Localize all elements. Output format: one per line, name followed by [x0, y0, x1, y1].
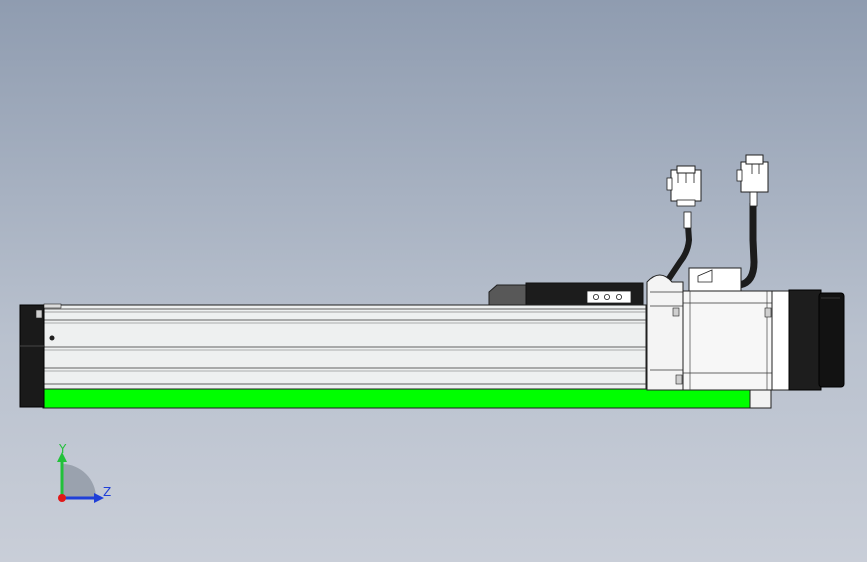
motor-encoder-cover — [771, 289, 845, 391]
actuator-body — [39, 304, 647, 390]
z-axis-label: Z — [103, 485, 112, 499]
cable-right — [738, 191, 758, 289]
z-axis-arrowhead — [94, 493, 104, 503]
connector-left — [666, 165, 702, 207]
carriage — [488, 282, 644, 307]
y-axis-arrowhead — [57, 452, 67, 462]
triad-origin — [58, 494, 66, 502]
y-axis-label: Y — [59, 442, 67, 456]
servo-motor — [682, 267, 774, 391]
motor-adapter — [646, 274, 684, 391]
end-plate-bottom — [749, 388, 772, 409]
highlighted-face[interactable] — [42, 388, 752, 409]
triad-quadrant — [62, 464, 96, 498]
left-end-cap — [19, 303, 62, 408]
cable-left — [665, 211, 693, 282]
connector-right — [736, 154, 769, 193]
triad-graphic — [57, 452, 104, 503]
coordinate-triad: Y Z — [50, 440, 120, 510]
